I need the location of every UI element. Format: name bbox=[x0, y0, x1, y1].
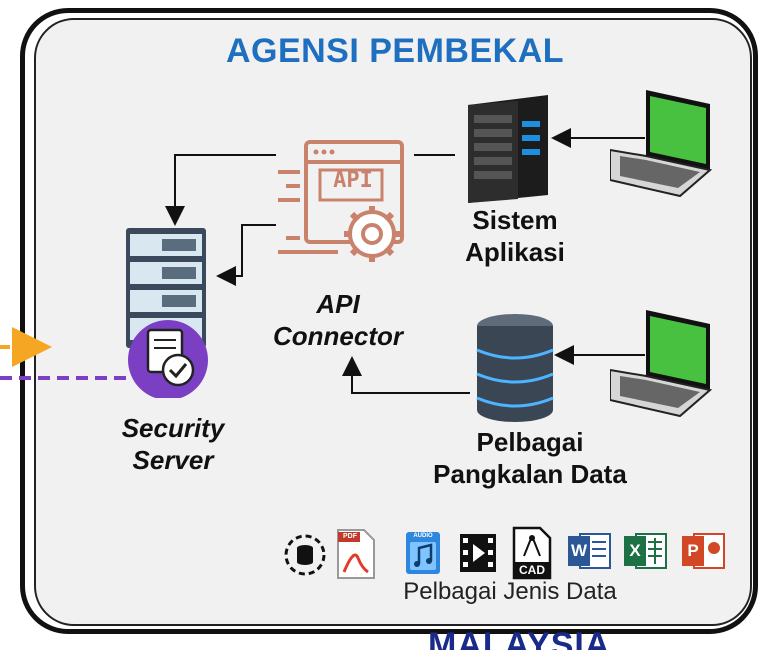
security-server-icon bbox=[120, 228, 220, 403]
excel-badge: X bbox=[629, 541, 641, 560]
pdf-badge: PDF bbox=[343, 533, 357, 540]
cad-file-icon: CAD bbox=[512, 526, 552, 585]
connector-db-api bbox=[342, 356, 470, 394]
powerpoint-badge: P bbox=[687, 541, 699, 560]
database-sync-icon bbox=[282, 532, 328, 583]
api-connector-icon: API bbox=[272, 138, 412, 273]
connector-api-top bbox=[165, 154, 276, 226]
connector-api-lower bbox=[216, 224, 276, 286]
panel-title: AGENSI PEMBEKAL bbox=[225, 32, 565, 70]
databases-label-line2: Pangkalan Data bbox=[433, 459, 627, 489]
video-file-icon bbox=[458, 532, 498, 579]
word-badge: W bbox=[570, 541, 588, 560]
application-system-label: Sistem Aplikasi bbox=[430, 204, 600, 268]
data-types-label: Pelbagai Jenis Data bbox=[403, 578, 617, 605]
laptop-icon bbox=[609, 310, 725, 425]
application-server-icon bbox=[458, 95, 558, 208]
security-server-label-line2: Server bbox=[132, 445, 214, 475]
application-system-label-line2: Aplikasi bbox=[465, 237, 565, 267]
api-icon-text: API bbox=[333, 168, 373, 193]
api-connector-label-line1: API bbox=[316, 289, 360, 319]
databases-label: Pelbagai Pangkalan Data bbox=[390, 426, 670, 490]
pdf-icon: PDF bbox=[336, 528, 376, 585]
api-connector-label-line2: Connector bbox=[273, 321, 403, 351]
audio-badge: AUDIO bbox=[413, 533, 433, 539]
cad-badge: CAD bbox=[519, 563, 545, 577]
watermark: MALAYSIA bbox=[428, 626, 611, 650]
security-server-label: Security Server bbox=[88, 412, 258, 476]
database-icon bbox=[472, 312, 558, 429]
application-system-label-line1: Sistem bbox=[472, 205, 558, 235]
api-connector-label: API Connector bbox=[238, 288, 438, 352]
excel-icon: X bbox=[622, 530, 668, 577]
audio-file-icon: AUDIO bbox=[404, 530, 442, 581]
security-server-label-line1: Security bbox=[121, 413, 225, 443]
databases-label-line1: Pelbagai bbox=[476, 427, 584, 457]
powerpoint-icon: P bbox=[680, 530, 726, 577]
word-icon: W bbox=[566, 530, 612, 577]
laptop-icon bbox=[609, 90, 725, 205]
